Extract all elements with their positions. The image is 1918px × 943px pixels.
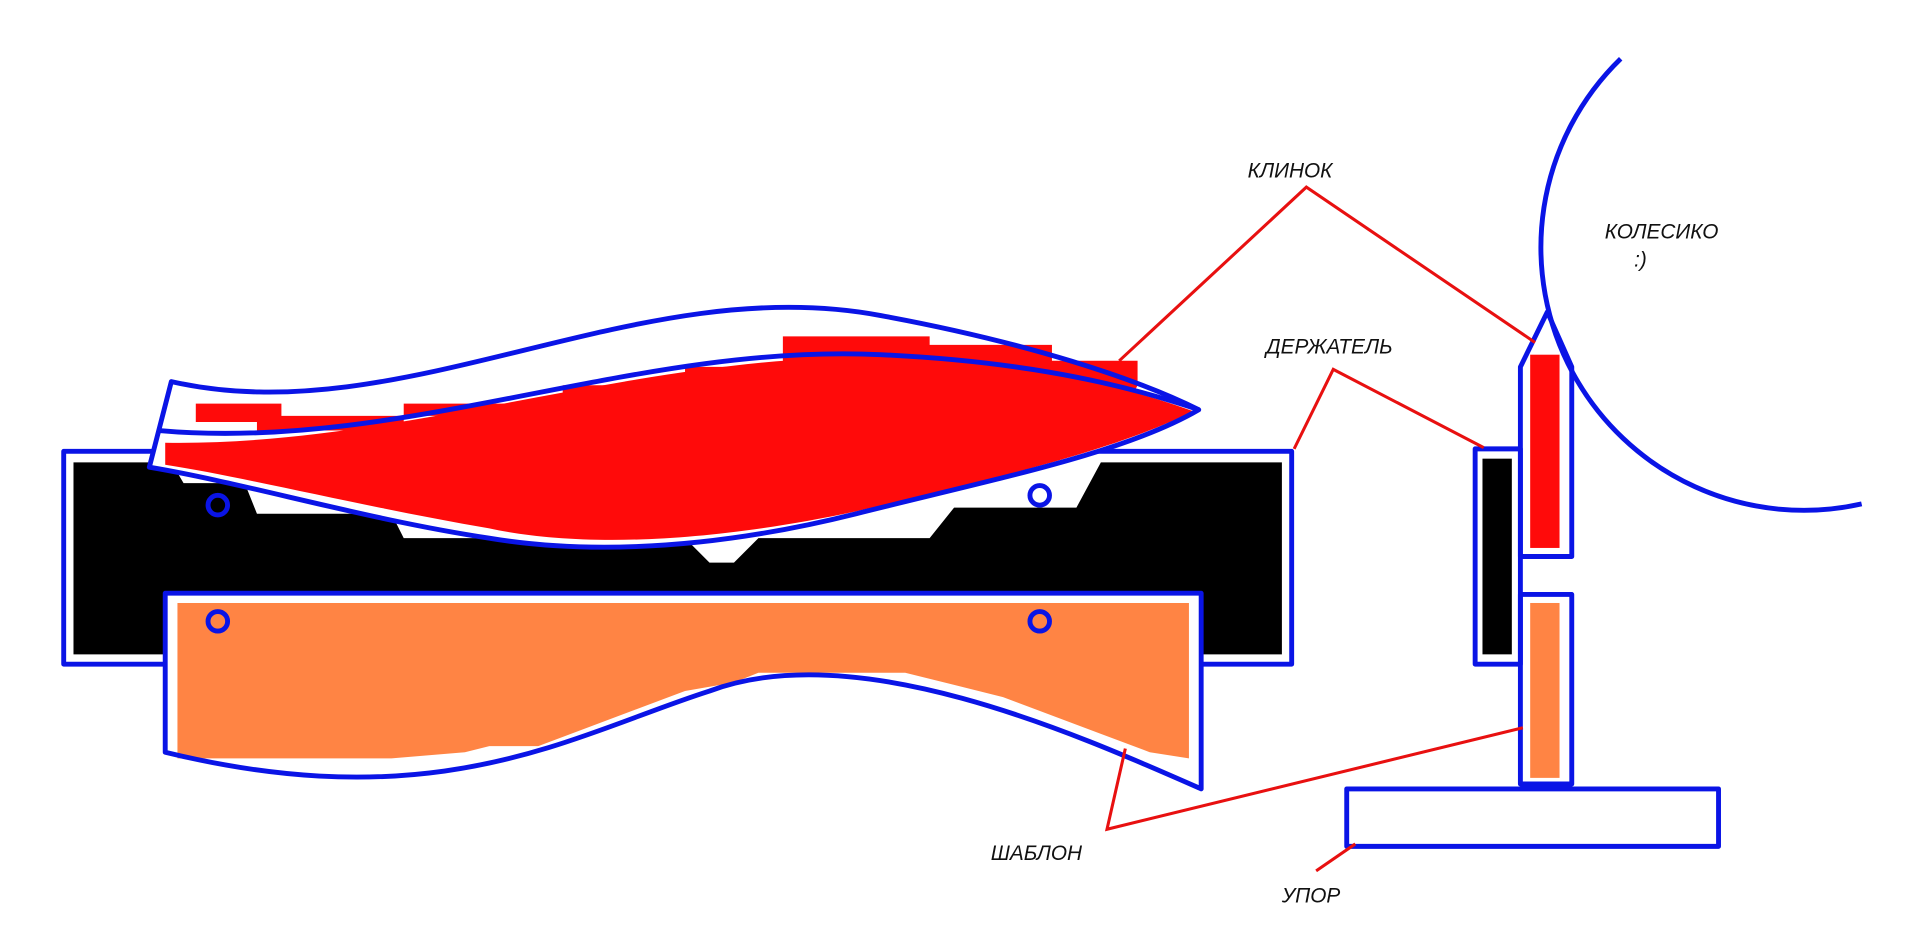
side-view (1344, 309, 1721, 849)
pin-circle-icon (205, 492, 231, 518)
label-stop: УПОР (1281, 885, 1341, 908)
wheel-arc (1538, 56, 1863, 513)
stop-bar (1344, 786, 1721, 849)
pin-circle-icon (1027, 483, 1052, 508)
label-holder: ДЕРЖАТЕЛЬ (1264, 335, 1393, 358)
label-template: ШАБЛОН (991, 842, 1083, 865)
label-blade: КЛИНОК (1248, 159, 1335, 182)
leader-lines (1104, 185, 1536, 873)
pin-circle-icon (1027, 609, 1052, 634)
pin-circle-icon (205, 609, 231, 634)
label-wheel: КОЛЕСИКО (1605, 221, 1719, 244)
blade-main (146, 304, 1202, 550)
template-main (162, 590, 1204, 792)
label-wheel-smiley: :) (1634, 249, 1647, 272)
pins (205, 483, 1052, 634)
